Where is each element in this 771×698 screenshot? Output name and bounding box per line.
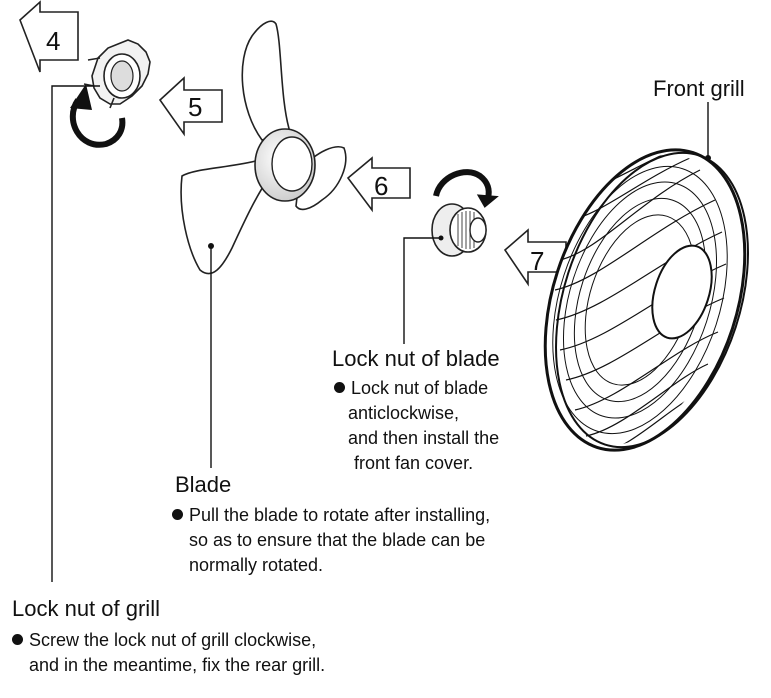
note-line: and then install the	[348, 428, 500, 448]
step-number-7: 7	[530, 246, 544, 276]
step-number-6: 6	[374, 171, 388, 201]
grill-lock-nut-illustration	[83, 39, 151, 109]
note-line: so as to ensure that the blade can be	[189, 530, 486, 550]
step-arrow-5: 5	[158, 76, 223, 137]
front-grill-illustration	[543, 147, 749, 456]
note-line: and in the meantime, fix the rear grill.	[29, 655, 326, 675]
lock-nut-blade-label: Lock nut of blade	[332, 346, 500, 371]
step-arrow-6: 6	[346, 156, 411, 213]
bullet-icon	[334, 382, 345, 393]
lock-nut-grill-note: Screw the lock nut of grill clockwise, a…	[12, 628, 325, 678]
note-line: Lock nut of blade	[334, 376, 499, 401]
blade-lock-nut-illustration	[431, 203, 487, 257]
leader-lines	[51, 85, 709, 582]
fan-blade-illustration	[180, 20, 347, 275]
bullet-icon	[12, 634, 23, 645]
lock-nut-grill-label: Lock nut of grill	[12, 596, 160, 621]
rotate-clockwise-arrow-icon	[69, 84, 126, 148]
bullet-icon	[172, 509, 183, 520]
blade-label: Blade	[175, 472, 232, 497]
step-arrow-4: 4	[19, 0, 79, 73]
blade-note: Pull the blade to rotate after installin…	[172, 503, 490, 578]
front-grill-label: Front grill	[653, 76, 745, 101]
lock-nut-blade-note: Lock nut of blade anticlockwise, and the…	[334, 376, 499, 476]
note-line: anticlockwise,	[348, 403, 460, 423]
note-line: front fan cover.	[354, 453, 474, 473]
rotate-anticlockwise-arrow-icon	[433, 169, 499, 208]
note-line: Screw the lock nut of grill clockwise,	[12, 628, 325, 653]
note-line: Pull the blade to rotate after installin…	[172, 503, 490, 528]
note-line: normally rotated.	[189, 555, 324, 575]
step-number-5: 5	[188, 92, 202, 122]
step-number-4: 4	[46, 26, 60, 56]
step-arrow-7: 7	[503, 228, 567, 287]
